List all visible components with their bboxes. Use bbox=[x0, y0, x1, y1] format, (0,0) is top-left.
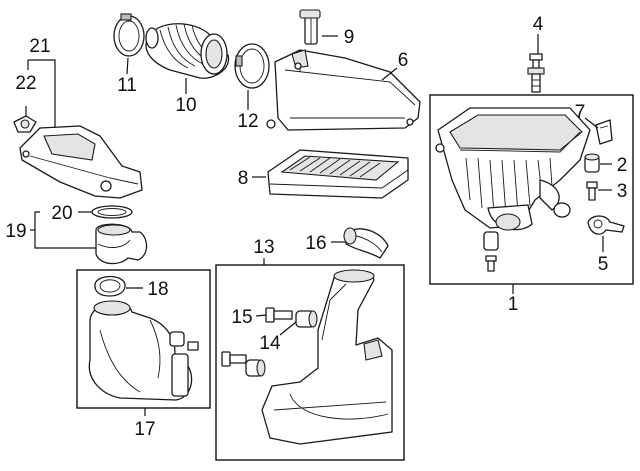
callout-7: 7 bbox=[575, 102, 586, 123]
callout-5: 5 bbox=[598, 254, 609, 275]
group-box-intake-duct bbox=[76, 269, 211, 409]
part-sensor-9 bbox=[299, 9, 321, 45]
callout-8: 8 bbox=[238, 168, 249, 189]
callout-15: 15 bbox=[231, 307, 252, 328]
callout-10: 10 bbox=[175, 95, 196, 116]
part-grommet-2 bbox=[584, 153, 600, 173]
part-hose-clamp-11 bbox=[113, 13, 145, 57]
part-collar-3 bbox=[586, 181, 598, 201]
part-resonator-13 bbox=[261, 269, 393, 445]
part-bolt-15 bbox=[265, 307, 293, 323]
callout-3: 3 bbox=[617, 181, 628, 202]
callout-2: 2 bbox=[617, 155, 628, 176]
part-air-cleaner-cover-6 bbox=[266, 49, 421, 131]
part-connector-16 bbox=[343, 227, 389, 259]
part-clip-7 bbox=[595, 119, 613, 145]
callout-22: 22 bbox=[15, 73, 36, 94]
part-clip-22 bbox=[13, 115, 37, 133]
callout-11: 11 bbox=[117, 75, 137, 96]
part-air-cleaner-housing-1 bbox=[435, 107, 591, 231]
callout-1: 1 bbox=[508, 294, 519, 315]
part-bolt-4 bbox=[527, 53, 545, 93]
group-box-resonator bbox=[215, 264, 405, 461]
part-duct-elbow-19 bbox=[95, 223, 148, 265]
callout-4: 4 bbox=[533, 14, 544, 35]
callout-16: 16 bbox=[305, 233, 326, 254]
part-hose-clamp-12 bbox=[234, 43, 270, 89]
part-mount-grommet bbox=[483, 202, 571, 272]
part-intake-duct-17 bbox=[88, 300, 199, 401]
part-grommet-14 bbox=[295, 310, 318, 328]
callout-17: 17 bbox=[134, 419, 155, 440]
callout-12: 12 bbox=[237, 111, 258, 132]
callout-21: 21 bbox=[29, 36, 50, 57]
part-bracket-5 bbox=[587, 215, 625, 235]
part-intake-tube-10 bbox=[145, 23, 230, 79]
callout-13: 13 bbox=[253, 237, 274, 258]
part-seal-20 bbox=[91, 205, 133, 219]
part-air-filter-8 bbox=[267, 149, 409, 199]
callout-18: 18 bbox=[147, 279, 168, 300]
part-gasket-18 bbox=[94, 275, 126, 297]
callout-20: 20 bbox=[51, 203, 72, 224]
group-box-air-cleaner bbox=[429, 94, 634, 285]
leader-lines bbox=[25, 34, 612, 416]
callout-labels: 1 2 3 4 5 6 7 8 9 10 11 12 13 14 15 16 1… bbox=[5, 14, 627, 440]
part-bolt-lower bbox=[221, 351, 266, 377]
callout-19: 19 bbox=[5, 221, 26, 242]
callout-14: 14 bbox=[259, 333, 281, 354]
callout-9: 9 bbox=[344, 27, 355, 48]
part-inlet-duct-21 bbox=[19, 125, 143, 199]
callout-6: 6 bbox=[398, 50, 409, 71]
